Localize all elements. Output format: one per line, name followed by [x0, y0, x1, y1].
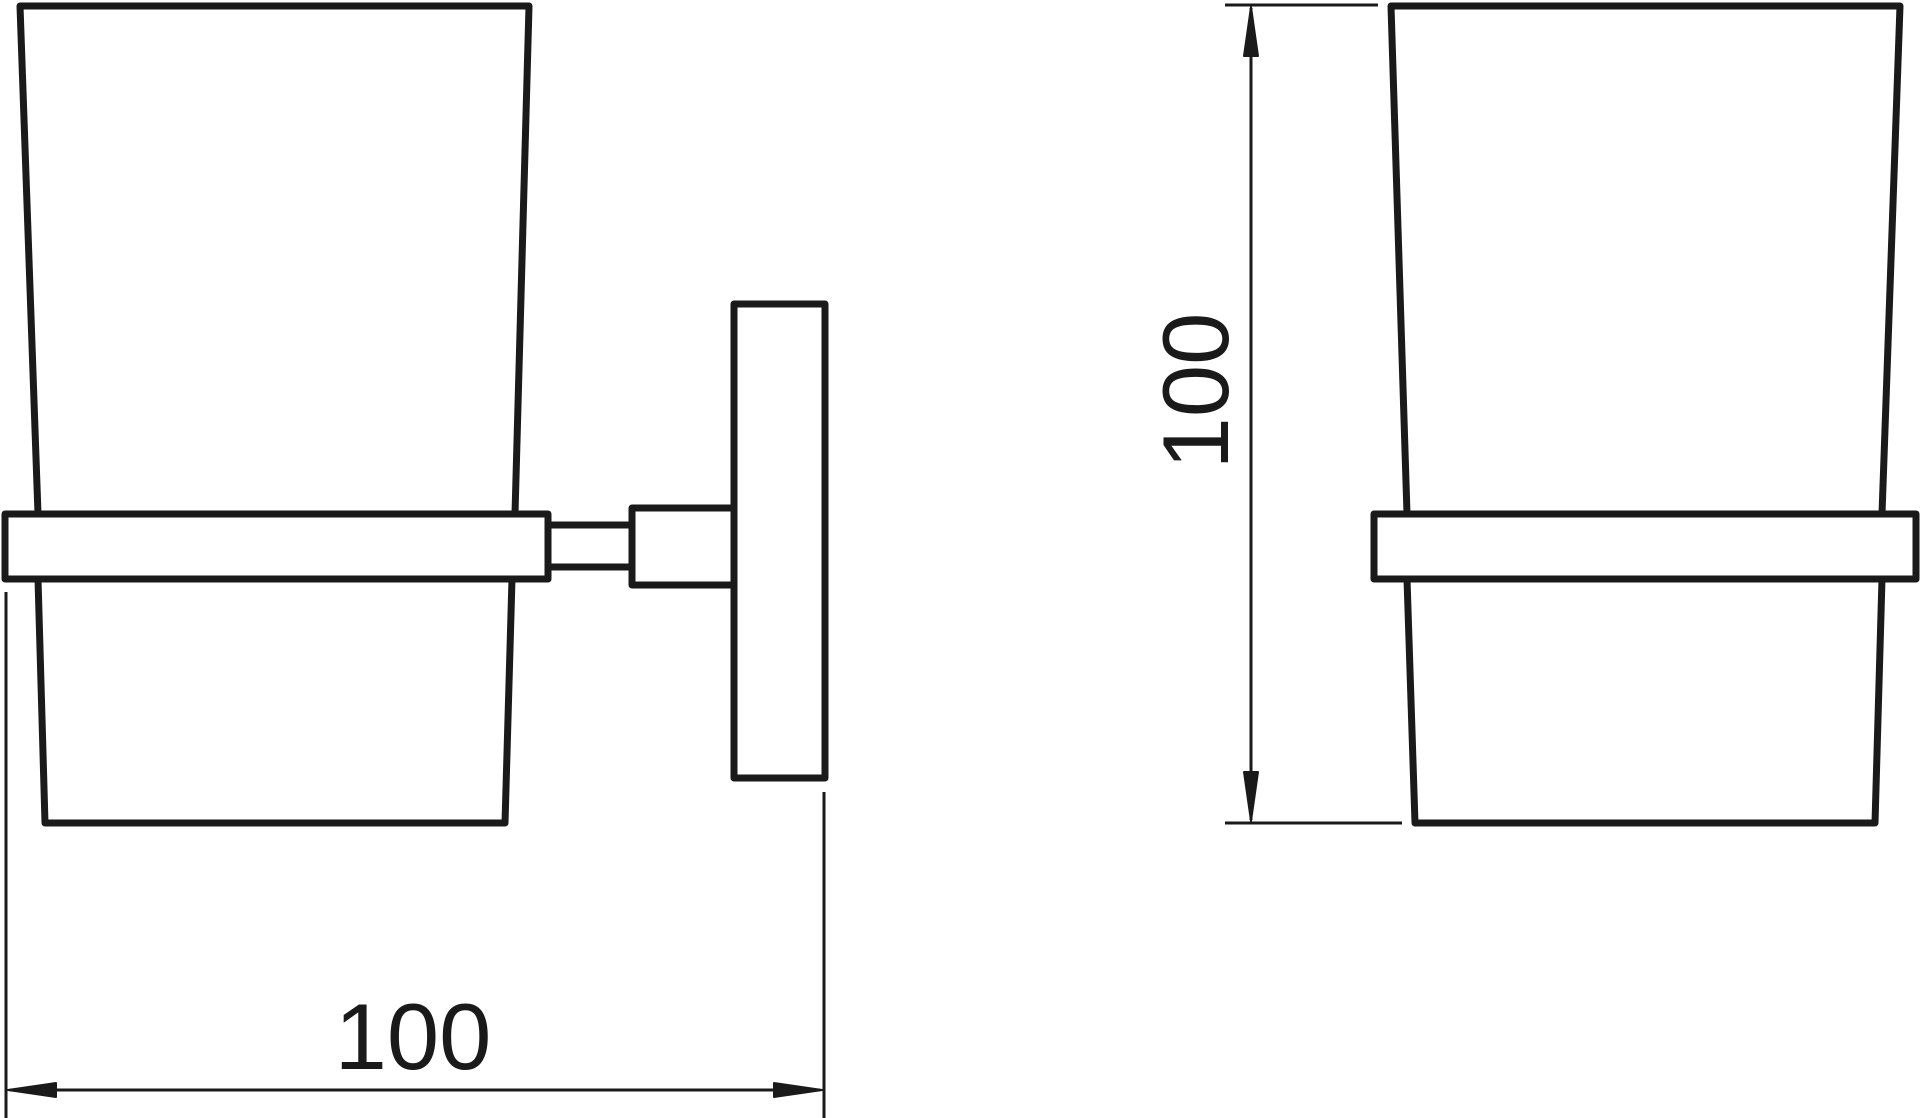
side-glass-top: [16, 2, 533, 518]
front-view: [1370, 2, 1920, 827]
height-arrow-top: [1243, 6, 1259, 57]
width-arrow-right: [773, 1082, 823, 1098]
width-dimension-label: 100: [335, 984, 492, 1089]
side-wall-plate: [730, 300, 829, 782]
height-arrow-bottom: [1243, 771, 1259, 822]
height-dimension-label: 100: [1143, 313, 1248, 470]
side-holder-ring: [1, 510, 552, 583]
front-holder-ring: [1370, 510, 1920, 583]
side-view: [1, 2, 829, 827]
width-dimension: 100: [4, 592, 826, 1118]
side-connecting-arm: [544, 521, 636, 571]
height-dimension: 100: [1143, 3, 1402, 825]
front-glass-bottom: [1403, 575, 1886, 827]
side-mount-cap: [628, 504, 738, 589]
front-glass-top: [1387, 2, 1904, 518]
side-glass-bottom: [34, 575, 516, 827]
width-arrow-left: [7, 1082, 57, 1098]
